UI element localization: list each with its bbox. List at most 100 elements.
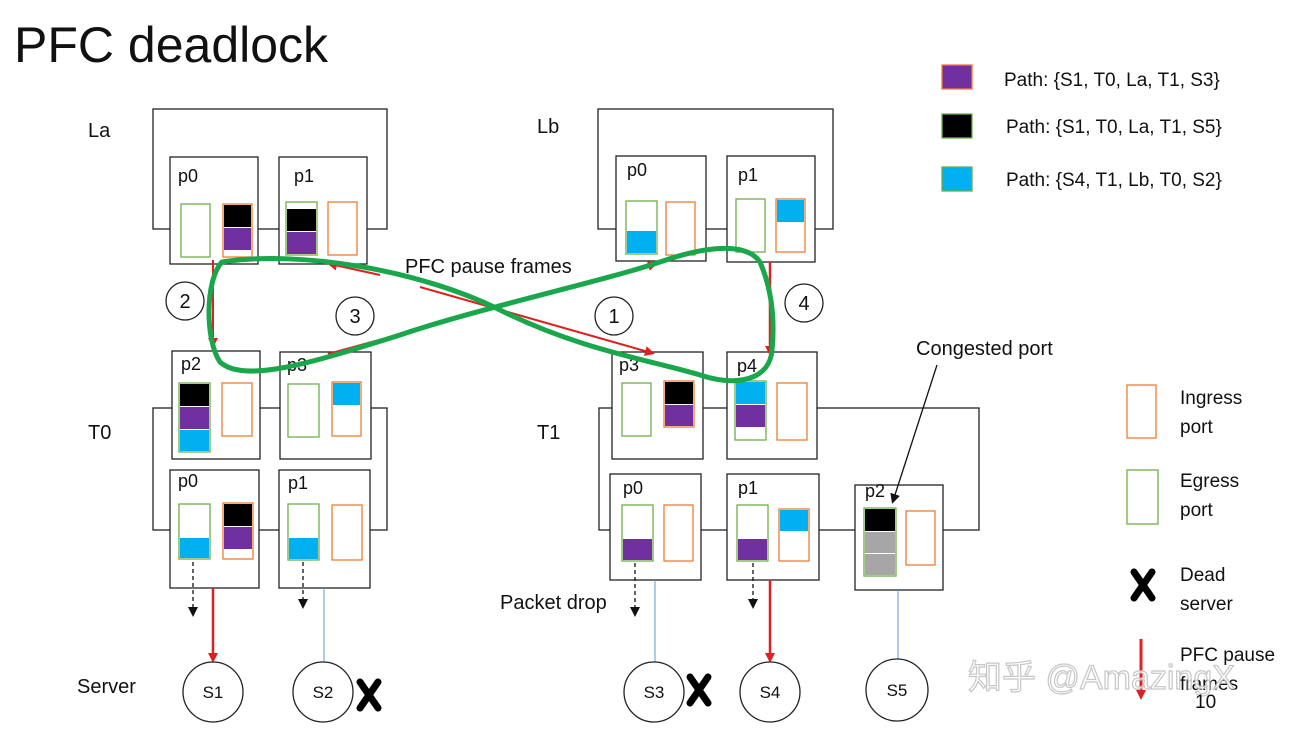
legend-swatch-purple — [941, 64, 973, 90]
t1-port-p4-label: p4 — [737, 356, 757, 376]
server-s2 — [292, 661, 354, 723]
t0-p3-ingress-queue — [331, 381, 362, 437]
t1-p4-ingress-queue — [776, 382, 808, 441]
t1-p3-ingress-queue — [663, 380, 695, 428]
pfc-pause-frames-label: PFC pause frames — [405, 256, 572, 278]
t0-p2-packet-purple — [180, 407, 209, 429]
t0-p0-ingress-queue — [222, 502, 254, 560]
legend-ingress-swatch — [1126, 384, 1157, 439]
t1-p1-ingress-queue — [778, 508, 810, 562]
t1-p2-ingress-queue — [905, 510, 936, 566]
t1-p3-packet-purple — [665, 405, 693, 426]
t0-p0-packet-black — [224, 504, 252, 526]
legend-path-1: Path: {S1, T0, La, T1, S3} — [1004, 70, 1220, 91]
la-port-p0-label: p0 — [178, 166, 198, 186]
t0-p2-packet-blue — [180, 430, 209, 451]
t0-p2-packet-black — [180, 384, 209, 406]
server-s5-label: S5 — [887, 681, 908, 700]
page-number: 10 — [1195, 692, 1216, 713]
t1-port-p0 — [609, 473, 702, 581]
t1-p1-egress-queue — [736, 504, 769, 562]
legend-path-2: Path: {S1, T0, La, T1, S5} — [1006, 117, 1222, 138]
t1-p1-packet-blue — [780, 510, 808, 531]
pfc-arrow-to-la-p1 — [327, 260, 381, 276]
t1-p2-packet-gray — [865, 532, 895, 553]
la-p1-packet-purple — [287, 232, 316, 254]
lb-p0-packet-blue — [627, 231, 656, 253]
lb-port-p1-label: p1 — [738, 165, 758, 185]
deadlock-loop — [206, 245, 776, 384]
la-p1-ingress-queue — [327, 201, 358, 256]
t1-p4-packet-blue — [736, 382, 765, 404]
legend-path-3: Path: {S4, T1, Lb, T0, S2} — [1006, 170, 1222, 191]
lb-p1-packet-blue — [777, 200, 804, 222]
dead-server-icon — [356, 678, 382, 712]
t0-p0-packet-purple — [224, 527, 252, 549]
step-3-label: 3 — [349, 306, 360, 328]
step-2-circle — [165, 281, 205, 321]
t1-p1-packet-purple — [738, 539, 767, 560]
legend-ingress-line1: Ingress — [1180, 388, 1242, 409]
la-p0-packet-black — [224, 205, 251, 227]
t1-p2-packet-black — [865, 509, 895, 531]
t1-p3-egress-queue — [621, 382, 652, 437]
t0-port-p1 — [278, 469, 371, 589]
la-port-p1-label: p1 — [294, 166, 314, 186]
switch-t0-body — [152, 407, 388, 531]
lb-port-p0-label: p0 — [627, 160, 647, 180]
switch-la-label: La — [88, 120, 111, 142]
t1-port-p0-label: p0 — [623, 478, 643, 498]
legend-dead-line2: server — [1180, 594, 1233, 615]
server-s2-label: S2 — [313, 683, 334, 702]
server-s3 — [623, 661, 685, 723]
legend-egress-swatch — [1126, 469, 1159, 525]
step-3-circle — [335, 296, 375, 336]
step-1-circle — [594, 296, 634, 336]
t1-p0-packet-purple — [623, 539, 652, 560]
lb-p0-egress-queue — [625, 200, 658, 255]
switch-lb-label: Lb — [537, 116, 559, 138]
t1-p0-ingress-queue — [663, 504, 694, 562]
t0-p3-packet-blue — [333, 383, 360, 405]
server-s1 — [182, 661, 244, 723]
t0-p1-egress-queue — [287, 503, 320, 561]
server-s4-label: S4 — [760, 683, 781, 702]
switch-t1-label: T1 — [537, 422, 560, 444]
t0-p1-ingress-queue — [331, 504, 363, 561]
step-4-circle — [784, 283, 824, 323]
step-2-label: 2 — [179, 291, 190, 313]
legend-swatch-blue — [941, 166, 973, 192]
legend-dead-server-icon — [1130, 568, 1156, 602]
la-p1-packet-black — [287, 209, 316, 231]
la-p0-egress-queue — [180, 203, 211, 258]
dead-server-icon — [686, 673, 712, 707]
t0-port-p2-label: p2 — [181, 354, 201, 374]
server-s1-label: S1 — [203, 683, 224, 702]
legend-egress-line1: Egress — [1180, 471, 1239, 492]
lb-p1-ingress-queue — [775, 198, 806, 253]
t0-p0-egress-queue — [178, 503, 211, 560]
t0-p0-packet-blue — [180, 538, 209, 558]
congested-port-arrow — [890, 364, 938, 504]
t0-p3-egress-queue — [287, 383, 320, 438]
switch-la-body — [152, 108, 388, 230]
t1-p4-egress-queue — [734, 380, 767, 441]
t0-p1-packet-blue — [289, 538, 318, 559]
legend-dead-line1: Dead — [1180, 565, 1225, 586]
la-p1-egress-queue — [285, 201, 318, 256]
step-1-label: 1 — [608, 306, 619, 328]
server-s5 — [865, 658, 929, 722]
legend-swatch-black — [941, 113, 973, 139]
legend-pfc-line1: PFC pause — [1180, 645, 1275, 666]
la-p0-ingress-queue — [222, 203, 253, 258]
t0-port-p3 — [279, 351, 372, 460]
pfc-arrow-la-t1 — [419, 286, 655, 356]
legend-ingress-line2: port — [1180, 417, 1213, 438]
step-4-label: 4 — [798, 293, 809, 315]
server-row-label: Server — [77, 676, 136, 698]
switch-t0-label: T0 — [88, 422, 111, 444]
t1-p2-egress-queue — [863, 507, 897, 577]
t0-port-p0-label: p0 — [178, 471, 198, 491]
